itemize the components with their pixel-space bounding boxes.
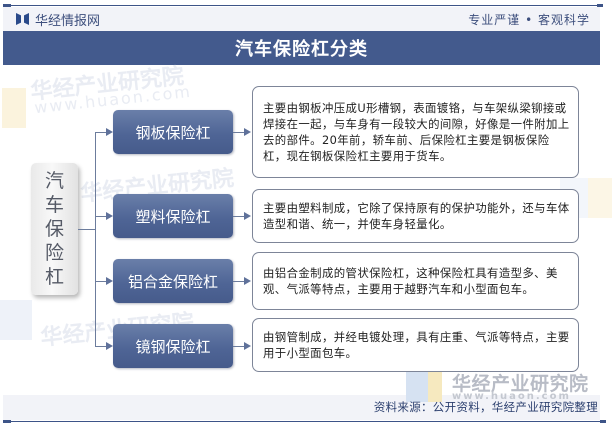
watermark-logo-yellow	[428, 372, 442, 402]
connector-desc-3	[233, 281, 245, 282]
page-title-text: 汽车保险杠分类	[235, 39, 368, 60]
watermark-logo-blue	[406, 372, 430, 402]
arrow-right-icon	[244, 128, 251, 136]
root-node: 汽 车 保 险 杠	[31, 163, 78, 295]
root-node-char: 险	[44, 242, 64, 264]
category-node-plastic: 塑料保险杠	[113, 194, 233, 238]
root-node-char: 汽	[44, 170, 64, 192]
page-title: 汽车保险杠分类	[3, 31, 600, 65]
watermark-logo-yellow	[2, 88, 26, 128]
top-rule-accent-left	[3, 4, 11, 7]
category-node-mirror-steel: 镜钢保险杠	[113, 324, 233, 368]
watermark-logo-yellow	[588, 178, 612, 218]
description-box-steel-plate: 主要由钢板冲压成U形槽钢，表面镀铬，与车架纵梁铆接或焊接在一起，与车身有一段较大…	[252, 86, 579, 178]
category-node-steel-plate: 钢板保险杠	[113, 110, 233, 154]
category-label: 铝合金保险杠	[127, 272, 218, 291]
connector-branch-3	[95, 281, 107, 282]
arrow-right-icon	[106, 277, 113, 285]
brand: 华经情报网	[16, 10, 101, 29]
connector-desc-1	[233, 132, 245, 133]
connector-branch-2	[95, 216, 107, 217]
connector-desc-2	[233, 216, 245, 217]
connector-trunk	[95, 132, 96, 346]
description-text: 由钢管制成，并经电镀处理，具有庄重、气派等特点，主要用于小型面包车。	[263, 330, 570, 360]
footer-strip	[3, 395, 600, 420]
root-node-char: 杠	[44, 266, 64, 288]
description-text: 由铝合金制成的管状保险杠，这种保险杠具有造型多、美观、气派等特点，主要用于越野汽…	[263, 266, 558, 296]
arrow-right-icon	[106, 128, 113, 136]
brand-name: 华经情报网	[35, 13, 101, 29]
arrow-right-icon	[106, 212, 113, 220]
source-note: 资料来源：公开资料，华经产业研究院整理	[373, 400, 598, 414]
root-node-char: 保	[44, 218, 64, 240]
connector-root	[78, 229, 96, 230]
watermark-brand-text: 华经产业研究院	[452, 373, 589, 395]
arrow-right-icon	[244, 277, 251, 285]
connector-branch-1	[95, 132, 107, 133]
watermark-text: 华经产业研究院	[29, 64, 186, 105]
description-text: 主要由塑料制成，它除了保持原有的保护功能外，还与车体造型和谐、统一，并使车身轻量…	[263, 201, 570, 231]
description-box-mirror-steel: 由钢管制成，并经电镀处理，具有庄重、气派等特点，主要用于小型面包车。	[252, 318, 579, 372]
description-box-plastic: 主要由塑料制成，它除了保持原有的保护功能外，还与车体造型和谐、统一，并使车身轻量…	[252, 189, 579, 243]
huajing-logo-icon	[16, 13, 29, 25]
description-text: 主要由钢板冲压成U形槽钢，表面镀铬，与车架纵梁铆接或焊接在一起，与车身有一段较大…	[263, 101, 570, 163]
category-label: 塑料保险杠	[135, 207, 211, 226]
category-label: 镜钢保险杠	[135, 337, 211, 356]
header-strip	[3, 7, 600, 31]
arrow-right-icon	[244, 212, 251, 220]
watermark-logo-blue	[0, 300, 32, 340]
bottom-rule-accent-left	[3, 420, 11, 423]
bottom-rule-accent-right	[600, 420, 606, 423]
top-rule-accent-right	[597, 4, 603, 7]
root-node-char: 车	[44, 194, 64, 216]
description-box-aluminum-alloy: 由铝合金制成的管状保险杠，这种保险杠具有造型多、美观、气派等特点，主要用于越野汽…	[252, 252, 579, 310]
bottom-rule	[6, 421, 603, 422]
category-node-aluminum-alloy: 铝合金保险杠	[113, 259, 233, 303]
connector-branch-4	[95, 346, 107, 347]
category-label: 钢板保险杠	[135, 123, 211, 142]
arrow-right-icon	[106, 342, 113, 350]
arrow-right-icon	[244, 342, 251, 350]
slogan: 专业严谨 • 客观科学	[468, 13, 590, 27]
top-rule	[3, 5, 603, 6]
connector-desc-4	[233, 346, 245, 347]
watermark-brand-url: www.huaon.com	[452, 391, 571, 402]
